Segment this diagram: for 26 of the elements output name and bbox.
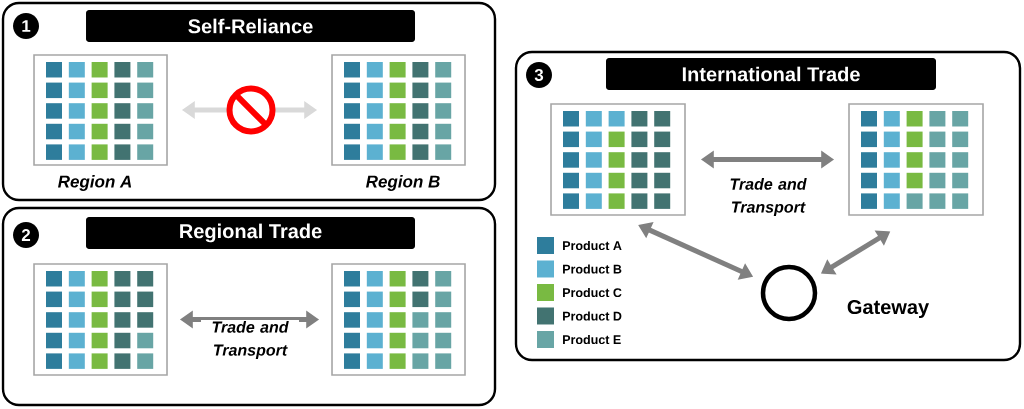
number-badge: 3 — [526, 62, 552, 88]
product-grid — [33, 54, 168, 166]
product-grid — [848, 103, 984, 216]
legend-label: Product E — [563, 334, 621, 345]
legend-label: Product C — [563, 287, 622, 298]
legend-label: Product B — [563, 264, 622, 274]
product-grid — [33, 263, 168, 376]
panel-frame — [1, 1, 497, 202]
product-grid — [331, 54, 466, 166]
number-badge: 1 — [13, 13, 39, 39]
legend-label: Product D — [563, 311, 622, 321]
number-badge: 2 — [13, 222, 39, 248]
panel-frame — [514, 50, 1022, 362]
panel-frame — [1, 206, 497, 407]
title-bar: Regional Trade — [86, 217, 415, 249]
edge-label: Trade and Transport — [719, 177, 817, 217]
title-bar: Self-Reliance — [86, 10, 415, 42]
region-label: Region A — [58, 175, 132, 191]
product-grid — [550, 103, 686, 216]
legend-label: Product A — [563, 240, 622, 251]
gateway-label: Gateway — [847, 299, 929, 319]
product-grid — [331, 263, 466, 376]
region-label: Region B — [366, 175, 440, 191]
gateway-circle — [760, 264, 818, 322]
edge-label: Trade and Transport — [201, 320, 299, 360]
title-bar: International Trade — [606, 58, 936, 90]
